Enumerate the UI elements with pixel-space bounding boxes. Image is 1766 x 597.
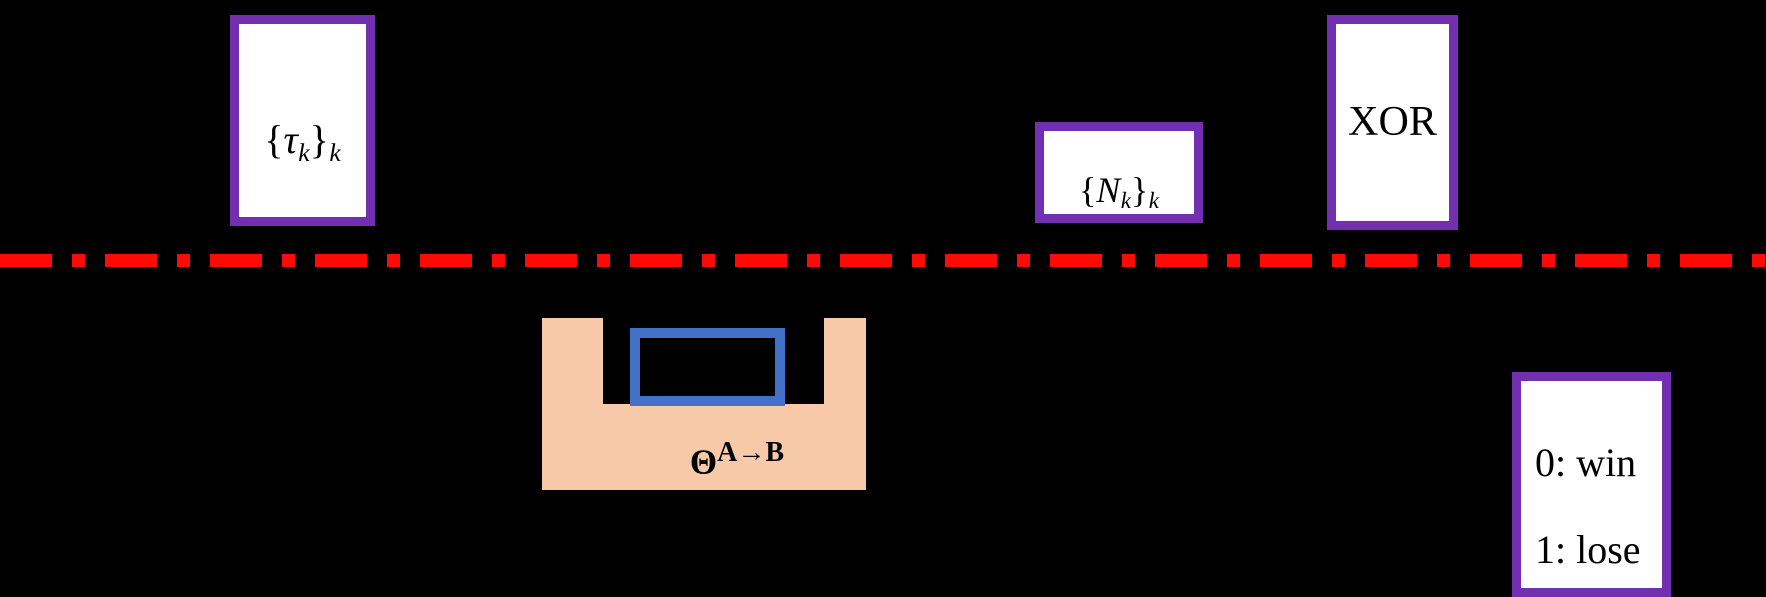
brace-open: { [264,116,284,162]
theta-superscript: A→B [717,437,785,469]
dash-dot-separator [0,254,1766,267]
n-subscript: k [1120,187,1131,214]
node-outcome-lines: 0: win 1: lose [1535,398,1641,571]
tau-symbol: τ [283,116,298,162]
n-outer-subscript: k [1148,187,1159,214]
node-tau-set-label: {τk}k [264,75,340,167]
quantum-channel-container[interactable]: ΘA→B [542,318,866,490]
brace-close: } [309,116,329,162]
outcome-line-win: 0: win [1535,440,1637,486]
brace-open: { [1079,169,1097,210]
theta-symbol: Θ [689,443,718,482]
node-tau-set[interactable]: {τk}k [230,15,375,226]
tau-outer-subscript: k [329,137,341,167]
brace-close: } [1131,169,1149,210]
node-n-set[interactable]: {Nk}k [1035,122,1203,223]
outcome-line-lose: 1: lose [1535,526,1641,572]
node-outcome-legend[interactable]: 0: win 1: lose [1512,372,1671,597]
channel-theta-label: ΘA→B [642,439,832,480]
channel-inner-box[interactable] [630,328,785,406]
channel-base [542,404,866,490]
tau-subscript: k [298,137,310,167]
n-symbol: N [1096,169,1121,210]
node-xor-label: XOR [1348,98,1437,145]
node-n-set-label: {Nk}k [1079,132,1159,214]
node-xor[interactable]: XOR [1327,15,1458,230]
